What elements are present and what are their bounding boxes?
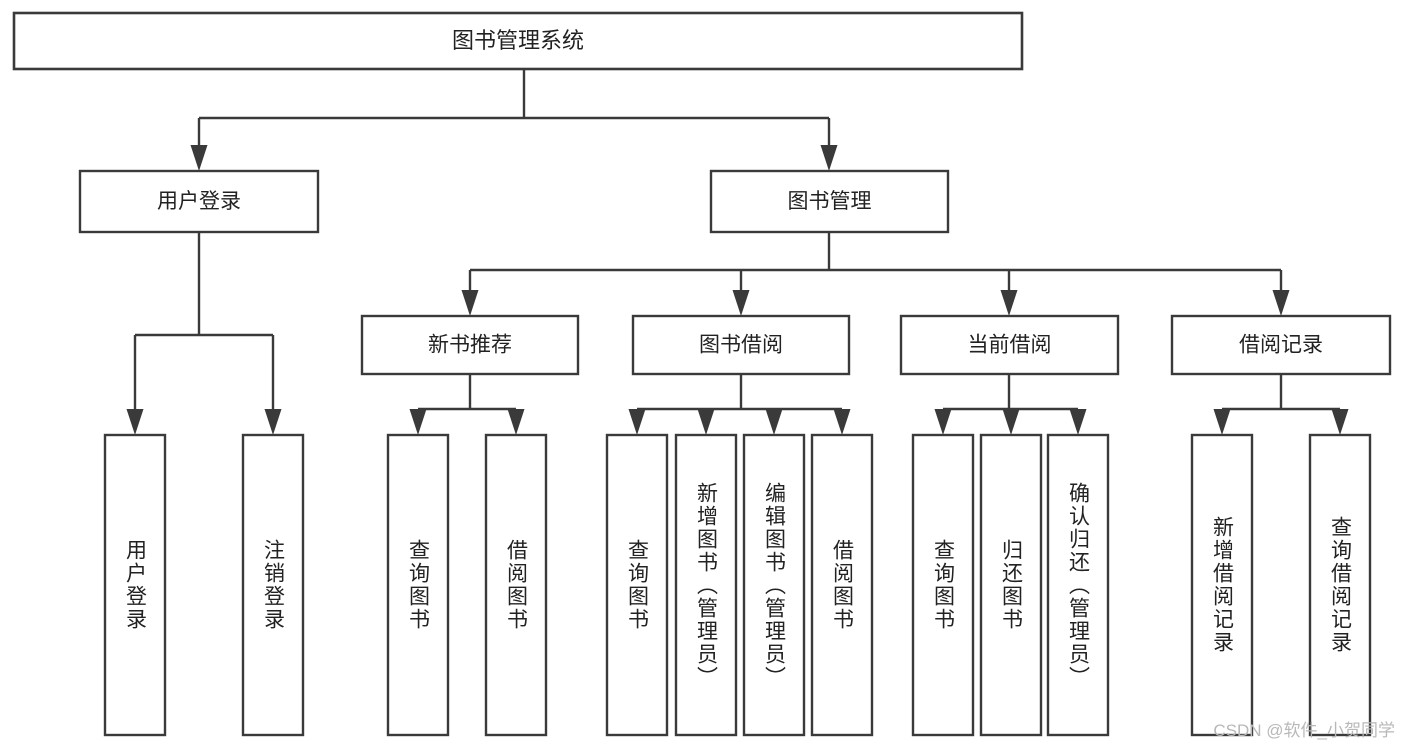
node-box-leaf-record-query[interactable] <box>1308 433 1372 737</box>
arrow-head-icon <box>507 409 525 435</box>
arrow-head-icon <box>409 409 427 435</box>
node-box-leaf-current-confirm[interactable] <box>1046 433 1110 737</box>
arrow-head-icon <box>1000 290 1018 316</box>
node-label-current: 当前借阅 <box>968 334 1052 357</box>
node-box-newbook[interactable] <box>360 314 580 376</box>
arrow-head-icon <box>732 290 750 316</box>
arrow-head-icon <box>628 409 646 435</box>
connector-bookmgmt <box>461 232 1290 316</box>
arrow-head-icon <box>820 145 838 171</box>
connector-records <box>1213 374 1349 435</box>
arrow-head-icon <box>126 409 144 435</box>
node-box-root[interactable] <box>12 11 1024 71</box>
arrow-head-icon <box>833 409 851 435</box>
node-label-root: 图书管理系统 <box>452 28 584 53</box>
node-label-records: 借阅记录 <box>1239 334 1323 357</box>
arrow-head-icon <box>1331 409 1349 435</box>
node-box-login[interactable] <box>78 169 320 234</box>
node-box-leaf-record-add[interactable] <box>1190 433 1254 737</box>
node-label-bookmgmt: 图书管理 <box>788 190 872 213</box>
arrow-head-icon <box>461 290 479 316</box>
node-box-records[interactable] <box>1170 314 1392 376</box>
connector-root <box>190 69 838 171</box>
node-box-leaf-current-query[interactable] <box>911 433 975 737</box>
arrow-head-icon <box>697 409 715 435</box>
node-box-current[interactable] <box>899 314 1120 376</box>
node-label-borrow: 图书借阅 <box>699 334 783 357</box>
connector-current <box>934 374 1087 435</box>
node-box-leaf-borrow-lend[interactable] <box>810 433 874 737</box>
node-box-leaf-user-login[interactable] <box>103 433 167 737</box>
watermark: CSDN @软件_小贺同学 <box>1213 721 1395 740</box>
connector-newbook <box>409 374 525 435</box>
arrow-head-icon <box>1069 409 1087 435</box>
arrow-head-icon <box>765 409 783 435</box>
node-box-borrow[interactable] <box>631 314 851 376</box>
connectors-layer <box>126 69 1349 435</box>
node-box-leaf-new-borrow[interactable] <box>484 433 548 737</box>
node-box-leaf-borrow-add[interactable] <box>674 433 738 737</box>
connector-login <box>126 232 282 435</box>
arrow-head-icon <box>1213 409 1231 435</box>
arrow-head-icon <box>1272 290 1290 316</box>
node-box-leaf-borrow-edit[interactable] <box>742 433 806 737</box>
node-label-login: 用户登录 <box>157 190 241 213</box>
node-box-leaf-current-return[interactable] <box>979 433 1043 737</box>
node-box-leaf-new-query[interactable] <box>386 433 450 737</box>
node-box-leaf-borrow-query[interactable] <box>605 433 669 737</box>
arrow-head-icon <box>1002 409 1020 435</box>
boxes-layer <box>12 11 1392 737</box>
arrow-head-icon <box>190 145 208 171</box>
connector-borrow <box>628 374 851 435</box>
arrow-head-icon <box>264 409 282 435</box>
node-label-newbook: 新书推荐 <box>428 334 512 357</box>
node-box-bookmgmt[interactable] <box>709 169 950 234</box>
arrow-head-icon <box>934 409 952 435</box>
node-box-leaf-user-logout[interactable] <box>241 433 305 737</box>
